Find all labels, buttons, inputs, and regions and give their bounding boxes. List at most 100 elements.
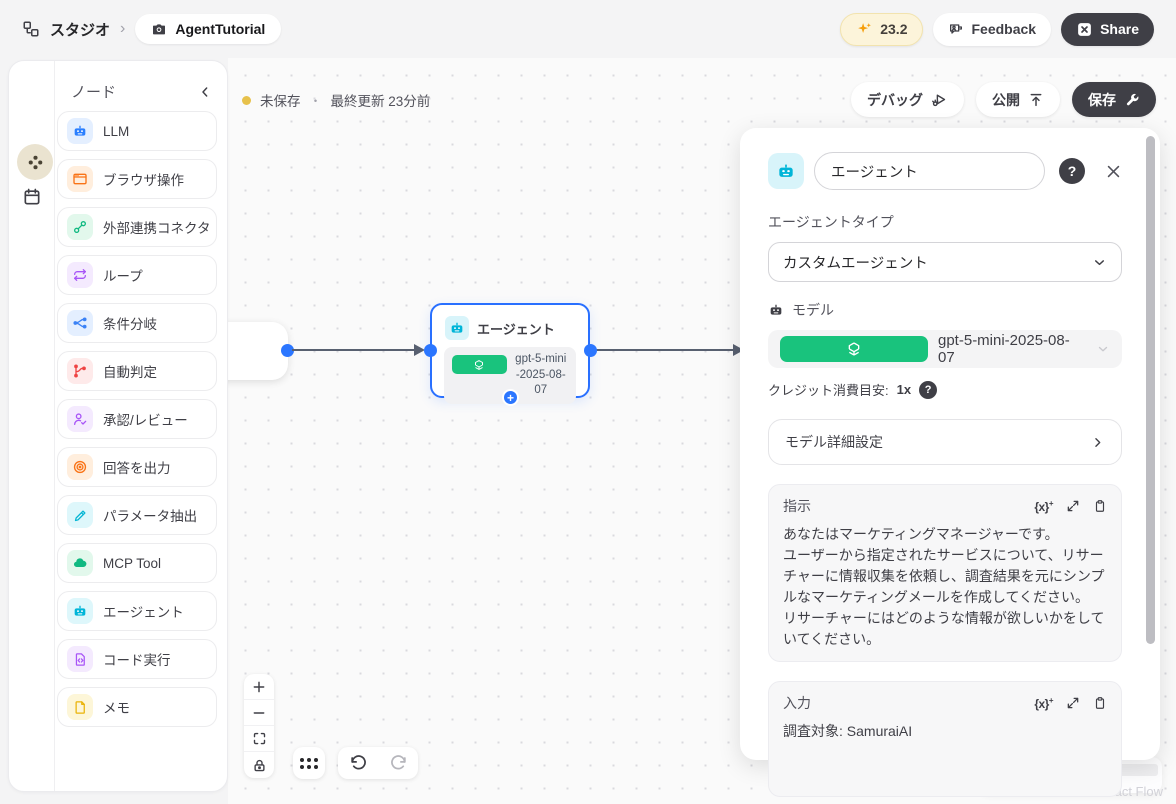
- fit-view-button[interactable]: [244, 726, 274, 752]
- palette-item-label: 外部連携コネクタ: [103, 221, 211, 236]
- palette-item-label: パラメータ抽出: [103, 509, 198, 524]
- close-icon: [1107, 165, 1120, 177]
- undo-button[interactable]: [338, 747, 378, 779]
- openai-icon: [452, 355, 507, 374]
- history-controls: [338, 747, 418, 779]
- zoom-out-button[interactable]: [244, 700, 274, 726]
- expand-icon: [1067, 697, 1079, 709]
- person-check-icon: [67, 406, 93, 432]
- input-section: 入力 {x}+ 調査対象: SamuraiAI: [768, 681, 1122, 797]
- palette-item-review[interactable]: 承認/レビュー: [57, 399, 217, 439]
- redo-button[interactable]: [378, 747, 418, 779]
- edge-agent-to-downstream: [596, 349, 733, 351]
- palette-item-label: ブラウザ操作: [103, 173, 184, 188]
- insert-variable-button[interactable]: {x}+: [1034, 498, 1053, 514]
- instructions-textarea[interactable]: あなたはマーケティングマネージャーです。 ユーザーから指定されたサービスについて…: [783, 526, 1105, 647]
- palette-item-label: 条件分岐: [103, 317, 157, 332]
- palette-item-condition[interactable]: 条件分岐: [57, 303, 217, 343]
- expand-button[interactable]: [1066, 499, 1080, 513]
- node-name-input[interactable]: エージェント: [814, 152, 1045, 190]
- rail-workflow-tab[interactable]: [17, 144, 53, 180]
- chevron-down-icon: [1095, 259, 1104, 265]
- palette-item-label: コード実行: [103, 653, 171, 668]
- copy-button[interactable]: [1093, 696, 1107, 710]
- unsaved-dot-icon: [242, 95, 251, 105]
- collapse-panel-button[interactable]: [197, 84, 213, 100]
- loop-icon: [67, 262, 93, 288]
- palette-item-param-extract[interactable]: パラメータ抽出: [57, 495, 217, 535]
- decision-icon: [67, 358, 93, 384]
- palette-item-auto-judge[interactable]: 自動判定: [57, 351, 217, 391]
- branch-icon: [67, 310, 93, 336]
- model-value: gpt-5-mini-2025-08-07: [938, 332, 1070, 366]
- input-textarea[interactable]: 調査対象: SamuraiAI: [783, 723, 913, 739]
- palette-item-mcp-tool[interactable]: MCP Tool: [57, 543, 217, 583]
- publish-button[interactable]: 公開: [976, 82, 1060, 117]
- agent-robot-icon: [445, 316, 469, 340]
- palette-item-memo[interactable]: メモ: [57, 687, 217, 727]
- agent-robot-icon: [67, 598, 93, 624]
- close-panel-button[interactable]: [1105, 163, 1122, 180]
- node-help-button[interactable]: ?: [1059, 158, 1085, 184]
- agent-type-select[interactable]: カスタムエージェント: [768, 242, 1122, 282]
- camera-icon: [153, 24, 166, 35]
- agent-node-input-handle[interactable]: [424, 344, 437, 357]
- node-panel-title: ノード: [71, 84, 117, 101]
- credits-badge[interactable]: 23.2: [840, 12, 924, 46]
- model-detail-button[interactable]: モデル詳細設定: [768, 419, 1122, 465]
- robot-icon: [770, 304, 782, 315]
- debug-label: デバッグ: [867, 91, 923, 108]
- grid-dots-icon: [300, 757, 318, 769]
- lock-button[interactable]: [244, 752, 274, 778]
- apps-grid-button[interactable]: [293, 747, 325, 779]
- palette-item-code-exec[interactable]: コード実行: [57, 639, 217, 679]
- clipboard-icon: [1095, 697, 1105, 709]
- save-status: 未保存 ・ 最終更新 23分前: [242, 90, 430, 110]
- calendar-icon: [24, 188, 40, 205]
- model-select[interactable]: gpt-5-mini-2025-08-07: [768, 330, 1122, 368]
- instructions-label: 指示: [783, 498, 811, 514]
- feedback-icon: [950, 24, 963, 34]
- insert-variable-button[interactable]: {x}+: [1034, 695, 1053, 711]
- palette-item-browser[interactable]: ブラウザ操作: [57, 159, 217, 199]
- browser-icon: [67, 166, 93, 192]
- palette-item-connector[interactable]: 外部連携コネクタ: [57, 207, 217, 247]
- expand-button[interactable]: [1066, 696, 1080, 710]
- palette-item-loop[interactable]: ループ: [57, 255, 217, 295]
- debug-button[interactable]: デバッグ: [851, 82, 964, 117]
- feedback-button[interactable]: Feedback: [933, 12, 1052, 46]
- copy-button[interactable]: [1093, 499, 1107, 513]
- publish-upload-icon: [1030, 93, 1042, 106]
- breadcrumb-studio[interactable]: スタジオ: [50, 21, 111, 39]
- scrollbar-thumb[interactable]: [1146, 136, 1155, 644]
- target-icon: [67, 454, 93, 480]
- add-next-node-button[interactable]: +: [502, 389, 519, 406]
- left-sidebar: ? ノード LLM ブラウザ操作 外部連携コネクタ ルー: [8, 60, 228, 792]
- palette-item-llm[interactable]: LLM: [57, 111, 217, 151]
- breadcrumb: スタジオ › AgentTutorial: [22, 14, 282, 44]
- zoom-in-button[interactable]: [244, 674, 274, 700]
- upstream-node-output-handle[interactable]: [281, 344, 294, 357]
- inspector-scrollbar[interactable]: [1146, 132, 1155, 756]
- palette-item-label: 回答を出力: [103, 461, 171, 476]
- breadcrumb-project[interactable]: AgentTutorial: [135, 14, 282, 44]
- palette-item-agent[interactable]: エージェント: [57, 591, 217, 631]
- app-bar-actions: 23.2 Feedback Share: [840, 12, 1154, 46]
- share-button[interactable]: Share: [1061, 12, 1154, 46]
- rail-schedule-tab[interactable]: [22, 187, 42, 207]
- agent-node-output-handle[interactable]: [584, 344, 597, 357]
- palette-item-label: エージェント: [103, 605, 184, 620]
- agent-node[interactable]: エージェント gpt-5-mini-2025-08-07: [430, 303, 590, 404]
- save-button[interactable]: 保存: [1072, 82, 1156, 117]
- credit-help-button[interactable]: ?: [919, 380, 938, 399]
- pen-icon: [67, 502, 93, 528]
- cloud-icon: [67, 550, 93, 576]
- palette-item-output[interactable]: 回答を出力: [57, 447, 217, 487]
- publish-label: 公開: [992, 91, 1020, 108]
- node-panel-header: ノード: [71, 81, 213, 102]
- app-bar: スタジオ › AgentTutorial 23.2 Feedback Share: [0, 0, 1176, 58]
- node-name-value: エージェント: [831, 164, 918, 181]
- model-label: モデル: [792, 302, 834, 318]
- note-icon: [67, 694, 93, 720]
- input-label: 入力: [783, 695, 811, 711]
